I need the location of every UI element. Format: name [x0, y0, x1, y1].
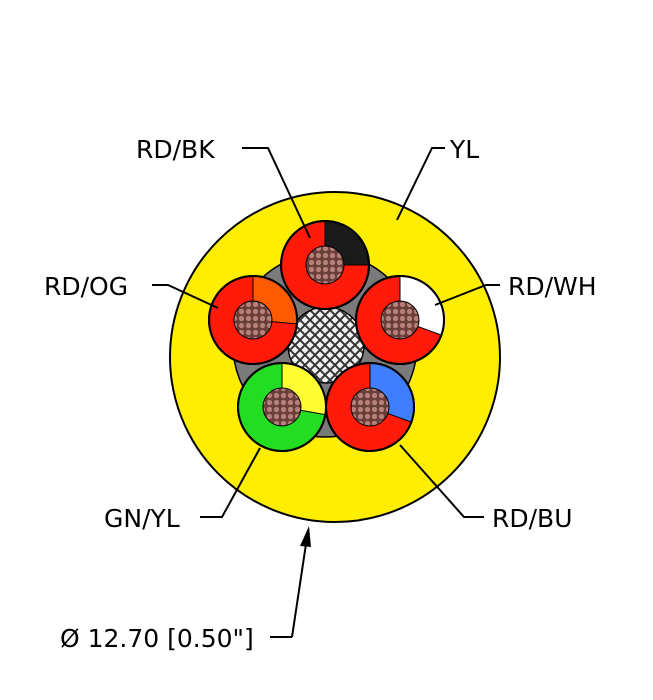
leader-rd-og	[152, 284, 219, 309]
label-rd-bk: RD/BK	[136, 135, 215, 164]
diameter-arrowhead	[300, 526, 311, 547]
label-rd-bu: RD/BU	[492, 504, 573, 533]
label-rd-og: RD/OG	[44, 272, 128, 301]
leader-rd-wh	[434, 284, 500, 306]
label-diameter: Ø 12.70 [0.50"]	[60, 624, 254, 653]
conductor-gn-yl	[237, 362, 327, 452]
leader-diameter-shaft	[291, 543, 307, 638]
label-yl: YL	[449, 135, 479, 164]
conductor-rd-wh-copper	[380, 300, 420, 340]
conductors-group	[208, 220, 445, 452]
label-rd-wh: RD/WH	[508, 272, 597, 301]
leader-yl	[396, 147, 445, 221]
leader-rd-bu	[399, 444, 484, 518]
conductor-rd-bu-copper	[350, 387, 390, 427]
conductor-rd-bk-copper	[305, 245, 345, 285]
conductor-rd-og-copper	[233, 300, 273, 340]
conductor-gn-yl-copper	[262, 387, 302, 427]
leader-rd-bk	[242, 147, 311, 239]
leader-gn-yl	[200, 447, 261, 518]
conductor-rd-og	[208, 275, 298, 365]
conductor-rd-bu	[325, 362, 415, 452]
conductor-rd-wh	[355, 275, 445, 365]
leader-lines	[152, 147, 500, 638]
label-gn-yl: GN/YL	[104, 504, 180, 533]
conductor-rd-bk	[280, 220, 370, 310]
